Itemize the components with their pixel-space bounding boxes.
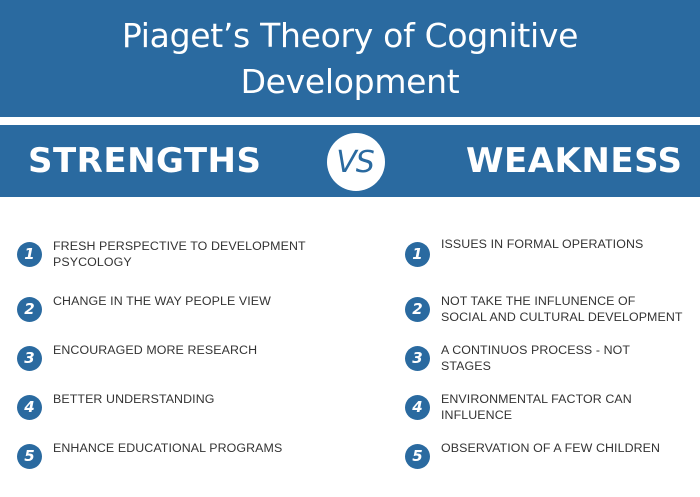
weakness-item-2: 2 NOT TAKE THE INFLUNENCE OF SOCIAL AND … [405, 293, 683, 325]
weakness-item-3: 3 A CONTINUOS PROCESS - NOT STAGES [405, 342, 630, 374]
strength-item-5: 5 ENHANCE EDUCATIONAL PROGRAMS [17, 440, 282, 469]
strength-text: CHANGE IN THE WAY PEOPLE VIEW [53, 294, 271, 308]
vs-badge: VS [327, 133, 385, 191]
number-3-icon: 3 [17, 346, 42, 371]
strength-item-2: 2 CHANGE IN THE WAY PEOPLE VIEW [17, 293, 271, 322]
strengths-heading: STRENGTHS [28, 141, 262, 181]
weakness-text: OBSERVATION OF A FEW CHILDREN [441, 441, 661, 455]
number-5-icon: 5 [17, 444, 42, 469]
weakness-item-5: 5 OBSERVATION OF A FEW CHILDREN [405, 440, 660, 469]
strength-text: FRESH PERSPECTIVE TO DEVELOPMENT PSYCOLO… [53, 239, 306, 269]
weakness-text: ISSUES IN FORMAL OPERATIONS [441, 237, 644, 251]
weakness-text: A CONTINUOS PROCESS - NOT STAGES [441, 343, 631, 373]
strength-text: BETTER UNDERSTANDING [53, 392, 215, 406]
number-4-icon: 4 [405, 395, 430, 420]
strength-text: ENHANCE EDUCATIONAL PROGRAMS [53, 441, 283, 455]
weakness-item-1: 1 ISSUES IN FORMAL OPERATIONS [405, 237, 644, 267]
number-5-icon: 5 [405, 444, 430, 469]
number-4-icon: 4 [17, 395, 42, 420]
strength-text: ENCOURAGED MORE RESEARCH [53, 343, 258, 357]
comparison-header-band: STRENGTHS VS WEAKNESS [0, 125, 700, 197]
number-1-icon: 1 [405, 242, 430, 267]
number-1-icon: 1 [17, 242, 42, 267]
weakness-item-4: 4 ENVIRONMENTAL FACTOR CAN INFLUENCE [405, 391, 632, 423]
strength-item-1: 1 FRESH PERSPECTIVE TO DEVELOPMENT PSYCO… [17, 238, 306, 270]
weakness-text: NOT TAKE THE INFLUNENCE OF SOCIAL AND CU… [441, 294, 683, 324]
number-2-icon: 2 [17, 297, 42, 322]
vs-label: VS [336, 144, 375, 180]
weakness-text: ENVIRONMENTAL FACTOR CAN INFLUENCE [441, 392, 632, 422]
title-banner: Piaget’s Theory of Cognitive Development [0, 0, 700, 117]
strength-item-3: 3 ENCOURAGED MORE RESEARCH [17, 342, 257, 371]
weakness-heading: WEAKNESS [466, 141, 683, 181]
strength-item-4: 4 BETTER UNDERSTANDING [17, 391, 214, 420]
page-title-line-1: Piaget’s Theory of Cognitive [121, 15, 579, 55]
number-2-icon: 2 [405, 297, 430, 322]
page-title-line-2: Development [240, 61, 460, 101]
number-3-icon: 3 [405, 346, 430, 371]
